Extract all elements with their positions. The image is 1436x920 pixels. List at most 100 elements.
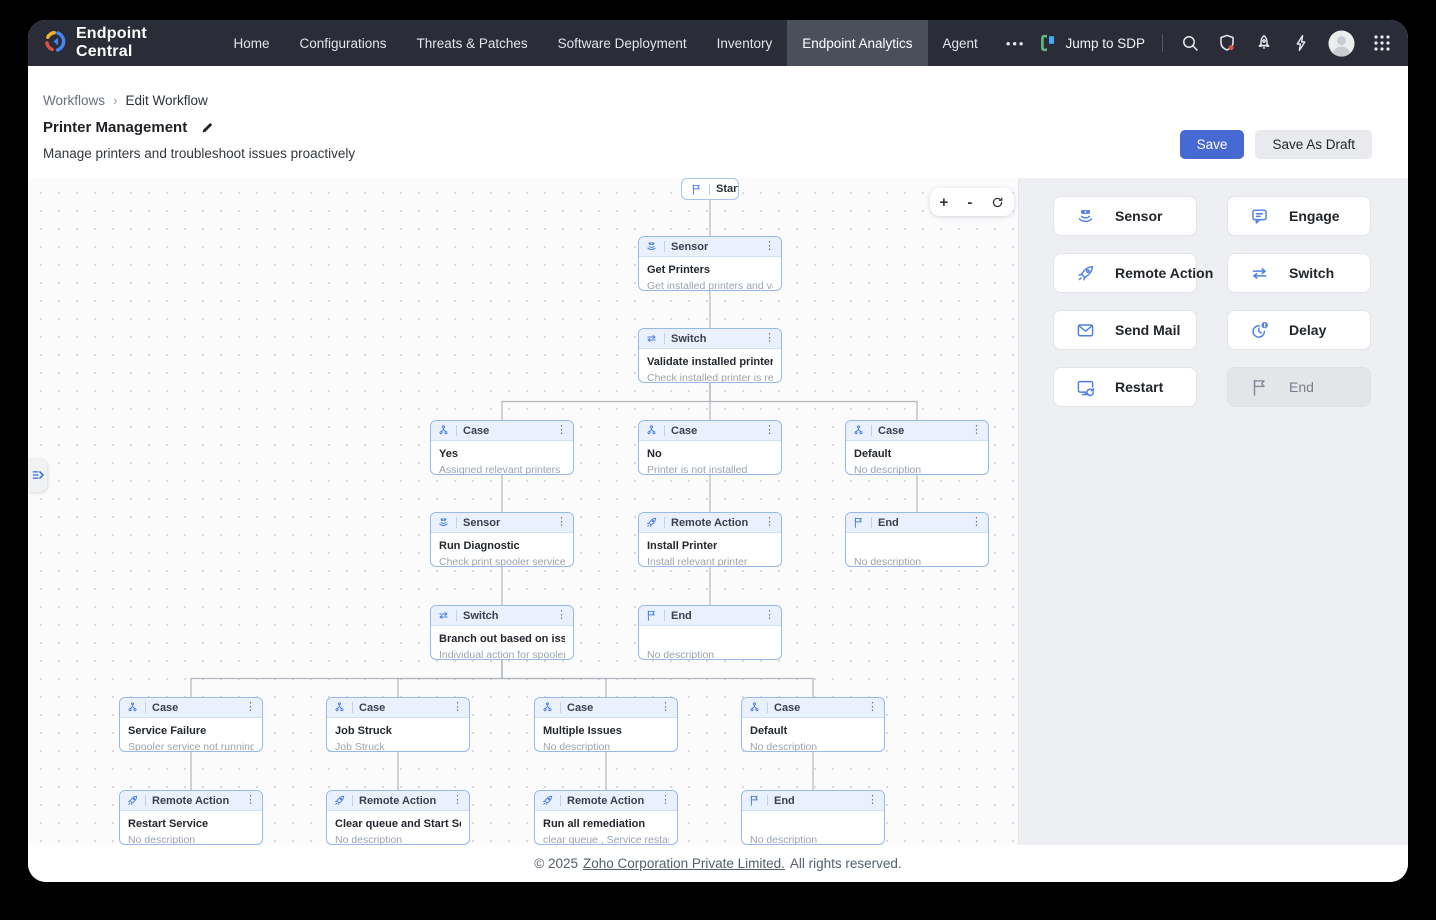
node-type-label: Case <box>671 424 698 437</box>
workflow-node-ra-runall[interactable]: Remote Action ⋮ Run all remediation clea… <box>534 790 678 845</box>
node-menu-icon[interactable]: ⋮ <box>764 516 775 528</box>
switch-icon <box>437 609 450 622</box>
save-as-draft-button[interactable]: Save As Draft <box>1255 130 1372 159</box>
node-menu-icon[interactable]: ⋮ <box>245 701 256 713</box>
jump-to-sdp-button[interactable]: Jump to SDP <box>1038 33 1145 53</box>
workflow-node-start[interactable]: Start <box>681 178 739 200</box>
node-menu-icon[interactable]: ⋮ <box>556 609 567 621</box>
nav-item-home[interactable]: Home <box>233 35 270 51</box>
zoom-out-button[interactable]: - <box>967 193 973 211</box>
palette-item-switch[interactable]: Switch <box>1227 253 1371 293</box>
nav-item-agent[interactable]: Agent <box>942 35 978 51</box>
footer-zoho-link[interactable]: Zoho Corporation Private Limited. <box>583 856 785 871</box>
node-menu-icon[interactable]: ⋮ <box>660 701 671 713</box>
delay-icon <box>1249 320 1270 341</box>
user-avatar[interactable] <box>1328 29 1355 57</box>
node-menu-icon[interactable]: ⋮ <box>556 516 567 528</box>
expand-sidebar-tab[interactable] <box>28 458 47 492</box>
breadcrumb-chevron-icon: › <box>113 93 118 108</box>
node-type-label: Switch <box>463 609 499 622</box>
workflow-node-switch1[interactable]: Switch ⋮ Validate installed printer Chec… <box>638 328 782 383</box>
node-menu-icon[interactable]: ⋮ <box>764 609 775 621</box>
node-type-label: End <box>878 516 899 529</box>
sensor-icon <box>437 516 450 529</box>
workflow-node-case-default-2[interactable]: Case ⋮ Default No description <box>741 697 885 752</box>
workflow-node-ra-restart[interactable]: Remote Action ⋮ Restart Service No descr… <box>119 790 263 845</box>
node-type-label: Sensor <box>463 516 501 529</box>
node-menu-icon[interactable]: ⋮ <box>764 332 775 344</box>
palette-item-delay[interactable]: Delay <box>1227 310 1371 350</box>
nav-item-threats-patches[interactable]: Threats & Patches <box>416 35 528 51</box>
zoom-in-button[interactable]: + <box>939 193 949 211</box>
nav-item-software-deployment[interactable]: Software Deployment <box>557 35 687 51</box>
quick-actions-bolt-icon[interactable] <box>1291 33 1311 53</box>
workflow-node-sensor2[interactable]: Sensor ⋮ Run Diagnostic Check print spoo… <box>430 512 574 567</box>
node-menu-icon[interactable]: ⋮ <box>971 424 982 436</box>
breadcrumb-workflows-link[interactable]: Workflows <box>43 93 106 108</box>
sensor-icon <box>645 240 658 253</box>
node-type-label: Sensor <box>671 240 709 253</box>
workflow-node-sensor1[interactable]: Sensor ⋮ Get Printers Get installed prin… <box>638 236 782 291</box>
palette-item-label: Remote Action <box>1115 265 1214 281</box>
palette-item-send-mail[interactable]: Send Mail <box>1053 310 1197 350</box>
workflow-node-case-default-1[interactable]: Case ⋮ Default No description <box>845 420 989 475</box>
workflow-node-end2[interactable]: End ⋮ No description <box>638 605 782 660</box>
security-shield-icon[interactable] <box>1217 33 1237 53</box>
search-icon[interactable] <box>1180 33 1200 53</box>
palette-item-label: Engage <box>1289 208 1340 224</box>
workflow-node-case-yes[interactable]: Case ⋮ Yes Assigned relevant printers <box>430 420 574 475</box>
node-menu-icon[interactable]: ⋮ <box>452 701 463 713</box>
flag-icon <box>645 609 658 622</box>
workflow-node-case-multiple-issues[interactable]: Case ⋮ Multiple Issues No description <box>534 697 678 752</box>
node-type-label: Case <box>152 701 179 714</box>
node-type-label: Remote Action <box>152 794 230 807</box>
nav-item-endpoint-analytics[interactable]: Endpoint Analytics <box>787 20 928 66</box>
workflow-node-end1[interactable]: End ⋮ No description <box>845 512 989 567</box>
reset-view-icon[interactable] <box>991 196 1004 209</box>
node-menu-icon[interactable]: ⋮ <box>764 424 775 436</box>
workflow-node-case-no[interactable]: Case ⋮ No Printer is not installed <box>638 420 782 475</box>
workflow-node-case-job-struck[interactable]: Case ⋮ Job Struck Job Struck <box>326 697 470 752</box>
node-menu-icon[interactable]: ⋮ <box>867 794 878 806</box>
node-menu-icon[interactable]: ⋮ <box>556 424 567 436</box>
nav-item-configurations[interactable]: Configurations <box>299 35 387 51</box>
workflow-node-ra-clear[interactable]: Remote Action ⋮ Clear queue and Start Se… <box>326 790 470 845</box>
node-description: No description <box>128 834 196 845</box>
restart-icon <box>1075 377 1096 398</box>
palette-item-restart[interactable]: Restart <box>1053 367 1197 407</box>
node-description: No description <box>750 741 818 752</box>
node-menu-icon[interactable]: ⋮ <box>971 516 982 528</box>
case-icon <box>748 701 761 714</box>
brand[interactable]: Endpoint Central <box>44 25 192 61</box>
node-menu-icon[interactable]: ⋮ <box>764 240 775 252</box>
workflow-node-end3[interactable]: End ⋮ No description <box>741 790 885 845</box>
switch-icon <box>1249 263 1270 284</box>
workflow-node-case-service-failure[interactable]: Case ⋮ Service Failure Spooler service n… <box>119 697 263 752</box>
case-icon <box>126 701 139 714</box>
palette-item-remote-action[interactable]: Remote Action <box>1053 253 1213 293</box>
node-description: Individual action for spooler services, … <box>439 649 565 660</box>
nav-item-inventory[interactable]: Inventory <box>716 35 773 51</box>
whats-new-rocket-icon[interactable] <box>1254 33 1274 53</box>
edit-title-pencil-icon[interactable] <box>200 121 214 135</box>
save-button[interactable]: Save <box>1179 130 1245 159</box>
apps-grid-icon[interactable] <box>1372 33 1392 53</box>
workflow-node-ra-install[interactable]: Remote Action ⋮ Install Printer Install … <box>638 512 782 567</box>
node-menu-icon[interactable]: ⋮ <box>660 794 671 806</box>
node-description: Assigned relevant printers <box>439 464 561 475</box>
palette-item-label: Send Mail <box>1115 322 1181 338</box>
workflow-node-switch2[interactable]: Switch ⋮ Branch out based on issues Indi… <box>430 605 574 660</box>
node-title: Run Diagnostic <box>439 540 520 552</box>
node-type-label: Remote Action <box>359 794 437 807</box>
node-menu-icon[interactable]: ⋮ <box>452 794 463 806</box>
app-window: Endpoint Central Home Configurations Threa… <box>28 20 1408 882</box>
node-menu-icon[interactable]: ⋮ <box>245 794 256 806</box>
workflow-canvas[interactable]: + - Start Senso <box>28 178 1018 845</box>
palette-item-engage[interactable]: Engage <box>1227 196 1371 236</box>
node-menu-icon[interactable]: ⋮ <box>867 701 878 713</box>
node-title <box>647 633 773 646</box>
engage-icon <box>1249 206 1270 227</box>
palette-item-sensor[interactable]: Sensor <box>1053 196 1197 236</box>
nav-more-icon[interactable]: ••• <box>1005 35 1026 51</box>
navbar-right: Jump to SDP <box>1038 29 1392 57</box>
